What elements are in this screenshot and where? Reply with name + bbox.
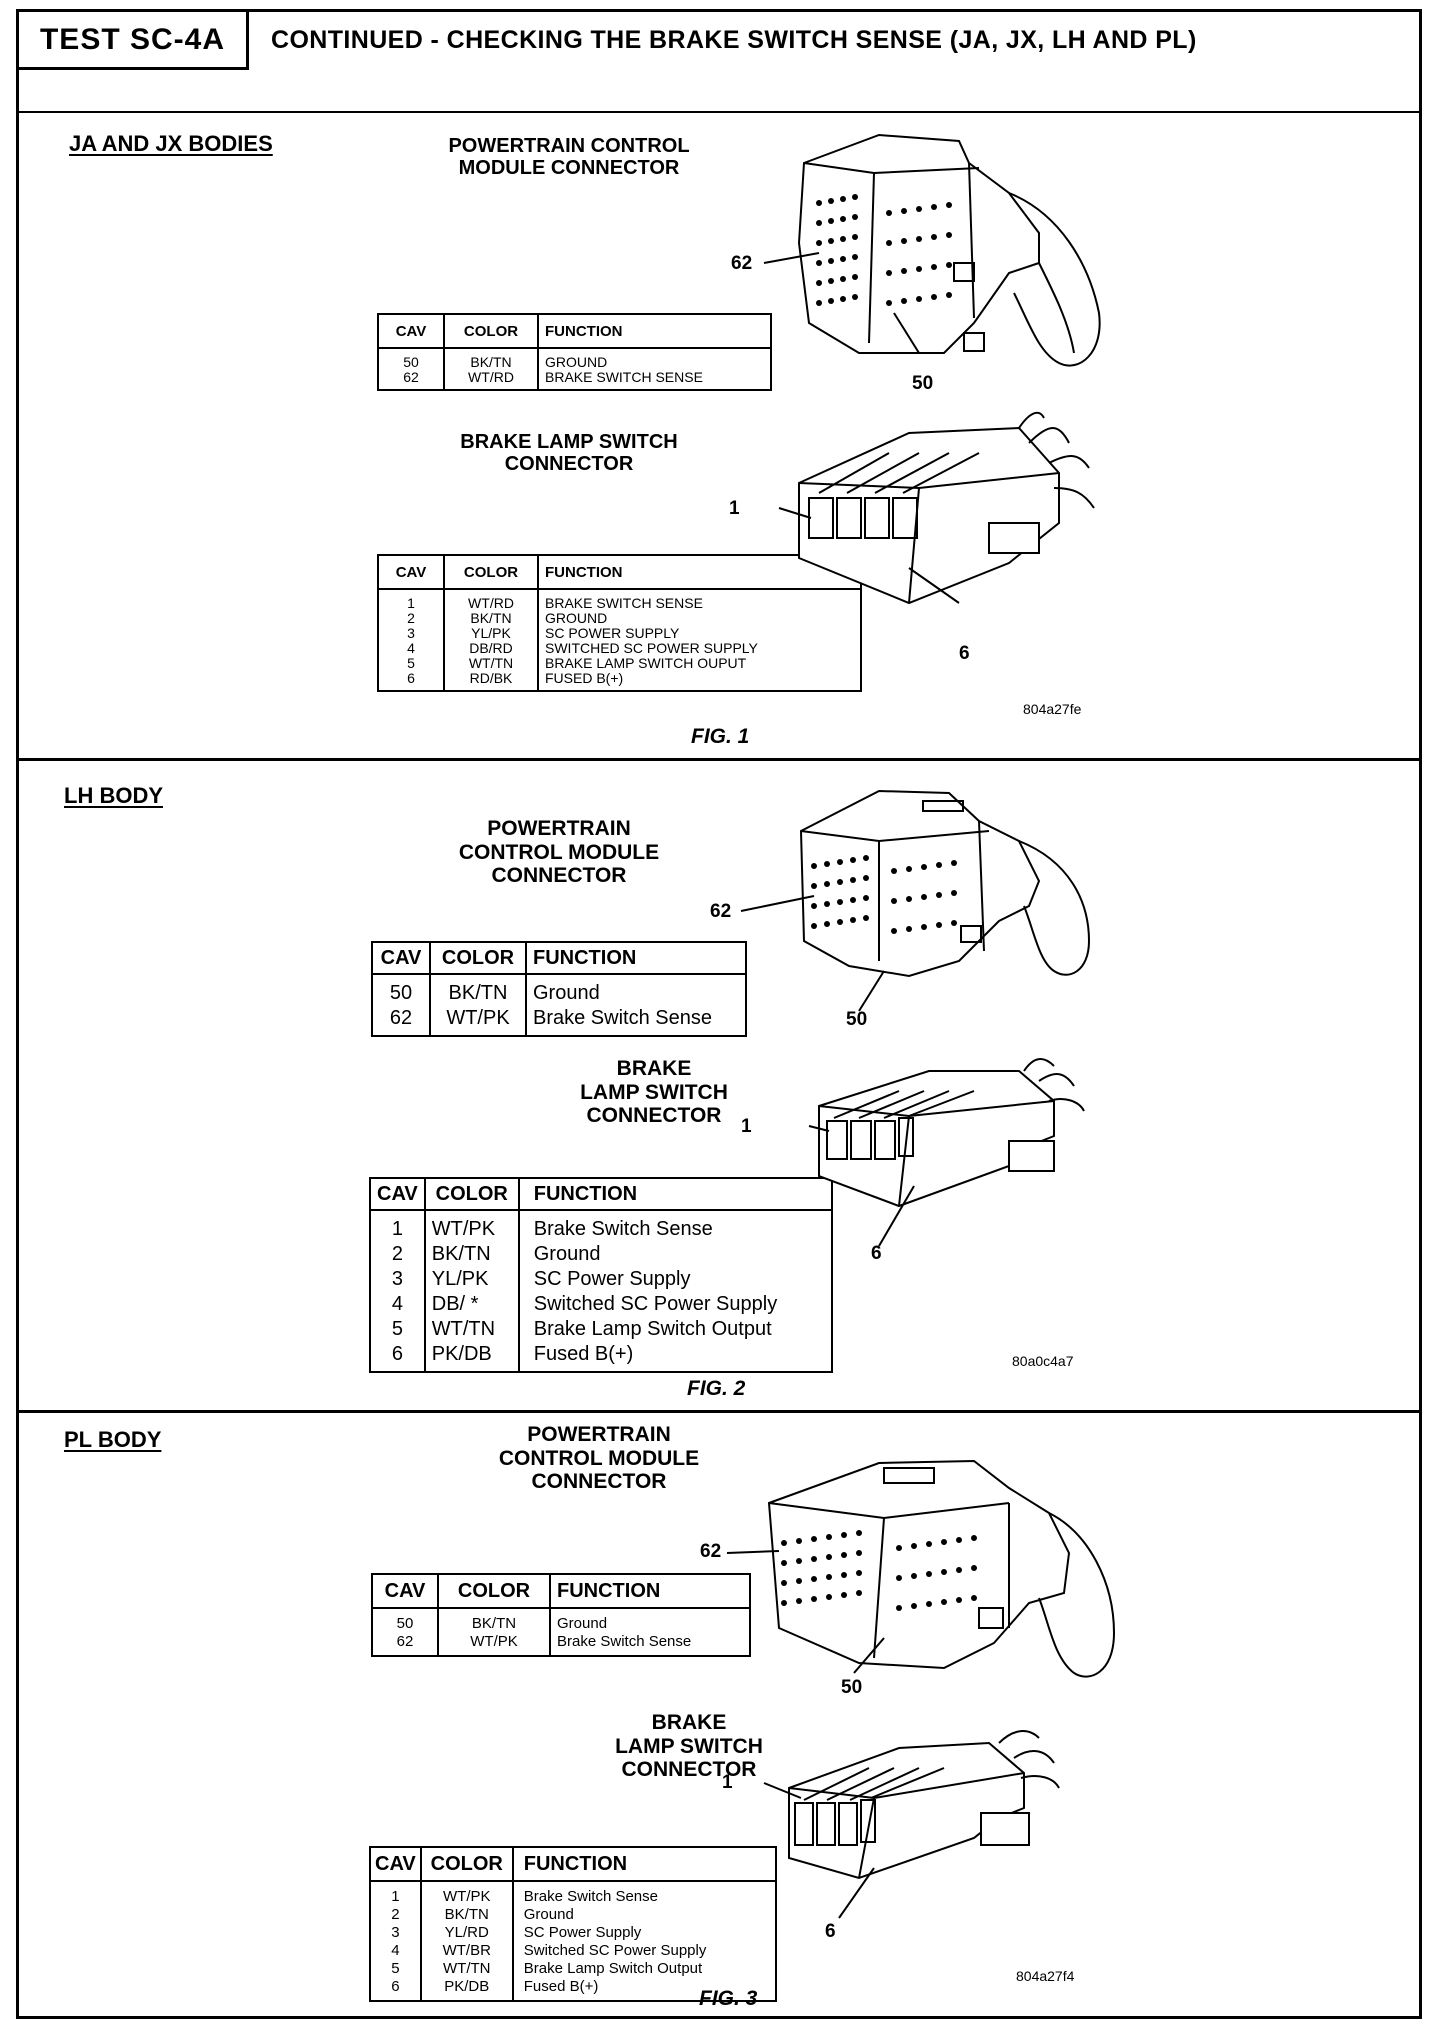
- test-id: TEST SC-4A: [19, 12, 249, 70]
- figure-code: 804a27fe: [1023, 701, 1082, 717]
- section-pl: PL BODY POWERTRAIN CONTROL MODULE CONNEC…: [19, 1413, 1419, 2016]
- page-title: CONTINUED - CHECKING THE BRAKE SWITCH SE…: [271, 26, 1197, 54]
- pcm-pin-callout: 50: [846, 1009, 868, 1030]
- body-label: JA AND JX BODIES: [69, 131, 273, 156]
- bls-connector-caption: BRAKE LAMP SWITCH CONNECTOR: [460, 431, 678, 476]
- pcm-connector-drawing: [740, 789, 1091, 1012]
- pcm-connector-caption: POWERTRAIN CONTROL MODULE CONNECTOR: [458, 817, 660, 888]
- figure-code: 80a0c4a7: [1012, 1353, 1074, 1369]
- pcm-pin-callout: 62: [731, 253, 753, 274]
- body-label: LH BODY: [64, 783, 163, 808]
- bls-connector-drawing: [808, 1058, 1085, 1247]
- bls-connector-caption: BRAKE LAMP SWITCH CONNECTOR: [615, 1711, 763, 1782]
- pcm-pin-table: CAV COLOR FUNCTION 50 BK/TN GROUND 62 WT…: [377, 313, 772, 391]
- pcm-connector-caption: POWERTRAIN CONTROL MODULE CONNECTOR: [498, 1423, 700, 1494]
- pcm-pin-callout: 50: [841, 1677, 863, 1698]
- section-lh: LH BODY POWERTRAIN CONTROL MODULE CONNEC…: [19, 761, 1419, 1413]
- bls-connector-caption: BRAKE LAMP SWITCH CONNECTOR: [580, 1057, 728, 1128]
- body-label: PL BODY: [64, 1427, 162, 1452]
- figure-label: FIG. 1: [691, 725, 750, 748]
- pcm-connector-drawing: [763, 133, 1101, 367]
- table-row: 50 BK/TN GROUND: [377, 348, 772, 370]
- bls-pin-callout: 1: [741, 1116, 752, 1137]
- pcm-pin-callout: 62: [700, 1541, 722, 1562]
- pcm-connector-drawing: [726, 1459, 1116, 1678]
- page-frame: TEST SC-4A CONTINUED - CHECKING THE BRAK…: [16, 9, 1422, 2019]
- pcm-connector-caption: POWERTRAIN CONTROL MODULE CONNECTOR: [448, 135, 690, 180]
- page-header: TEST SC-4A CONTINUED - CHECKING THE BRAK…: [19, 12, 1419, 113]
- bls-pin-callout: 6: [825, 1921, 836, 1942]
- pcm-pin-callout: 50: [912, 373, 934, 394]
- bls-connector-drawing: [763, 1730, 1060, 1919]
- figure-label: FIG. 2: [687, 1377, 746, 1400]
- bls-connector-drawing: [778, 411, 1095, 605]
- bls-pin-callout: 6: [871, 1243, 882, 1264]
- bls-pin-callout: 1: [722, 1772, 733, 1793]
- bls-pin-callout: 1: [729, 498, 740, 519]
- section-ja-jx: JA AND JX BODIES POWERTRAIN CONTROL MODU…: [19, 113, 1419, 761]
- figure-label: FIG. 3: [699, 1987, 758, 2010]
- table-row: 62 WT/RD BRAKE SWITCH SENSE: [377, 370, 772, 390]
- figure-code: 804a27f4: [1016, 1968, 1075, 1984]
- pcm-pin-callout: 62: [710, 901, 732, 922]
- bls-pin-callout: 6: [959, 643, 970, 664]
